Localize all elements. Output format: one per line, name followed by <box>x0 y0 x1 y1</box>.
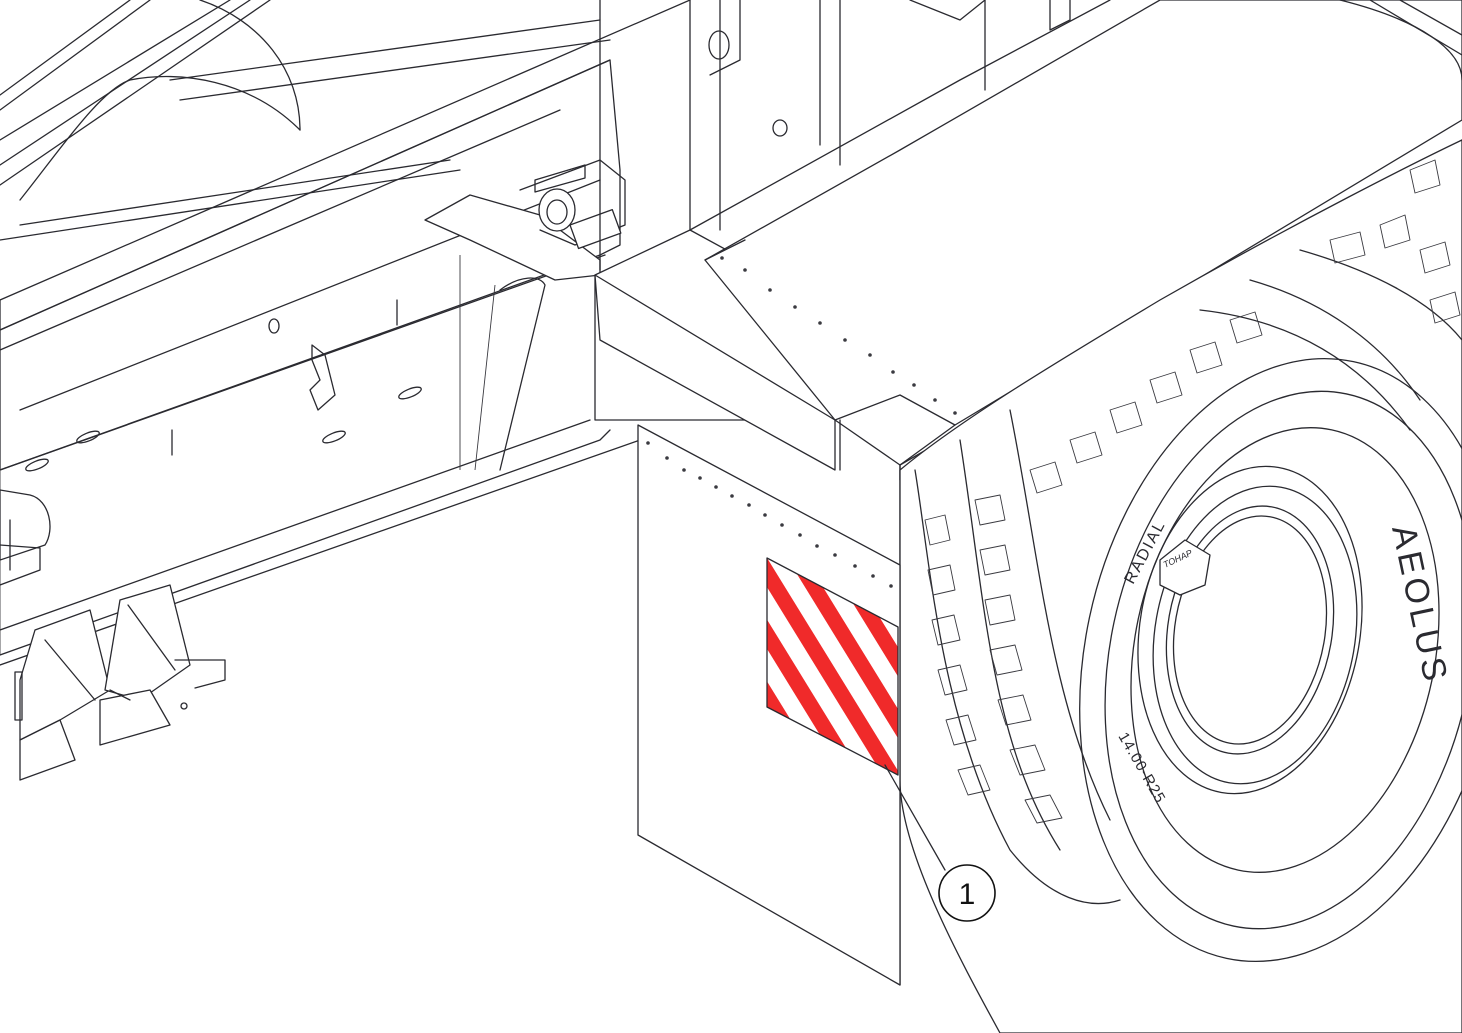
callout-circle <box>938 864 996 922</box>
callout-number: 1 <box>959 878 976 911</box>
frame-slots <box>25 299 422 472</box>
left-cylinder <box>0 489 51 586</box>
wheel-rim <box>1137 465 1363 795</box>
callout-1: 1 <box>884 764 996 922</box>
warning-stripe <box>396 540 574 800</box>
warning-stripe <box>767 558 878 775</box>
tire: AEOLUS RADIAL 14.00-R25 TOHAP <box>899 139 1462 1033</box>
warning-stripe <box>776 558 898 775</box>
tread-blocks <box>924 159 1461 824</box>
warning-stripe <box>434 540 612 800</box>
warning-stripe <box>472 540 650 800</box>
callout-leader-line <box>884 764 946 871</box>
cross-beam-post <box>594 0 1462 471</box>
chassis-frame <box>0 0 691 781</box>
mud-flap-rivets <box>646 441 893 588</box>
top-plate-rivets <box>720 256 957 415</box>
lower-brackets <box>14 584 226 781</box>
warning-stripe <box>767 558 898 775</box>
pivot-bracket <box>424 159 626 281</box>
